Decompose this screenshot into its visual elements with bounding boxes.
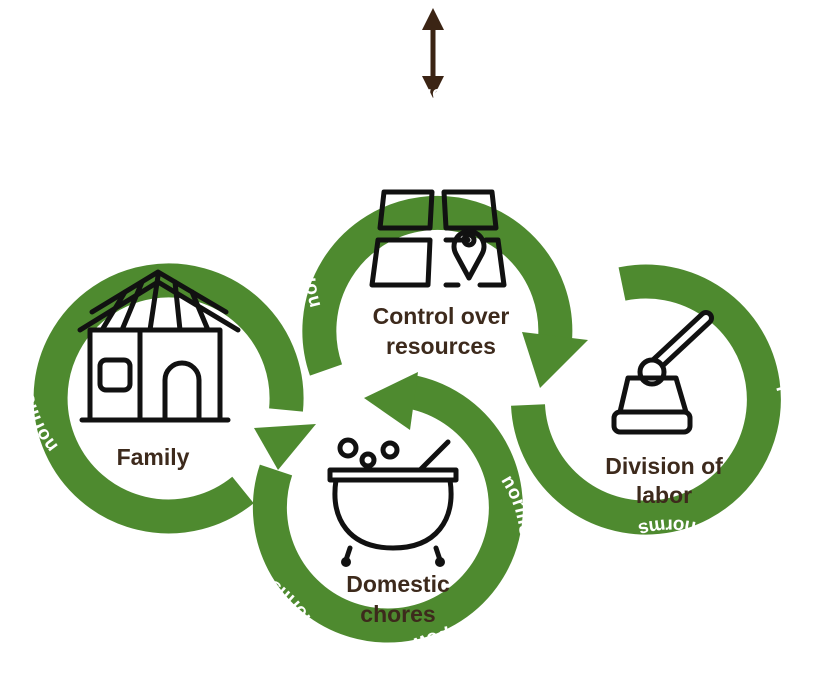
domestic-ring-arc [252, 375, 523, 643]
domestic-ring-arrowhead [364, 372, 418, 430]
domestic-label-line-1: Domestic [346, 571, 450, 597]
division-label-line-2: labor [636, 482, 692, 508]
division-ring-arc [511, 264, 781, 535]
control-label-line-1: Control over [373, 303, 510, 329]
division-label-line-1: Division of [605, 453, 723, 479]
domestic-cycle: norms power norms Domestic chores [252, 372, 536, 663]
svg-text:power: power [388, 83, 452, 112]
svg-text:norms: norms [542, 185, 588, 250]
hoe-tool-icon [611, 310, 714, 435]
control-arc-label-norms-right: norms [542, 185, 587, 250]
family-arc-label-power: power [26, 252, 81, 310]
control-cycle: power norms norms Control over resources [299, 83, 588, 388]
domestic-label-line-2: chores [360, 601, 435, 627]
division-arc-label-norms-bottom: norms [636, 514, 698, 540]
division-cycle: norms power norms Division of labor [511, 253, 802, 540]
svg-text:power: power [26, 252, 82, 310]
control-label-line-2: resources [386, 333, 496, 359]
control-ring-arc [302, 195, 573, 376]
land-parcel-map-pin-icon [369, 189, 507, 288]
svg-text:norms: norms [636, 514, 698, 540]
control-arc-label-power: power [388, 83, 451, 112]
thatched-hut-icon [77, 269, 241, 423]
control-ring-arrowhead [522, 332, 588, 388]
double-headed-vertical-arrow-icon [422, 8, 444, 98]
cooking-pot-icon [327, 437, 459, 567]
family-label: Family [117, 444, 190, 470]
family-ring-arrowhead [254, 424, 316, 470]
family-ring-arc [33, 263, 304, 534]
